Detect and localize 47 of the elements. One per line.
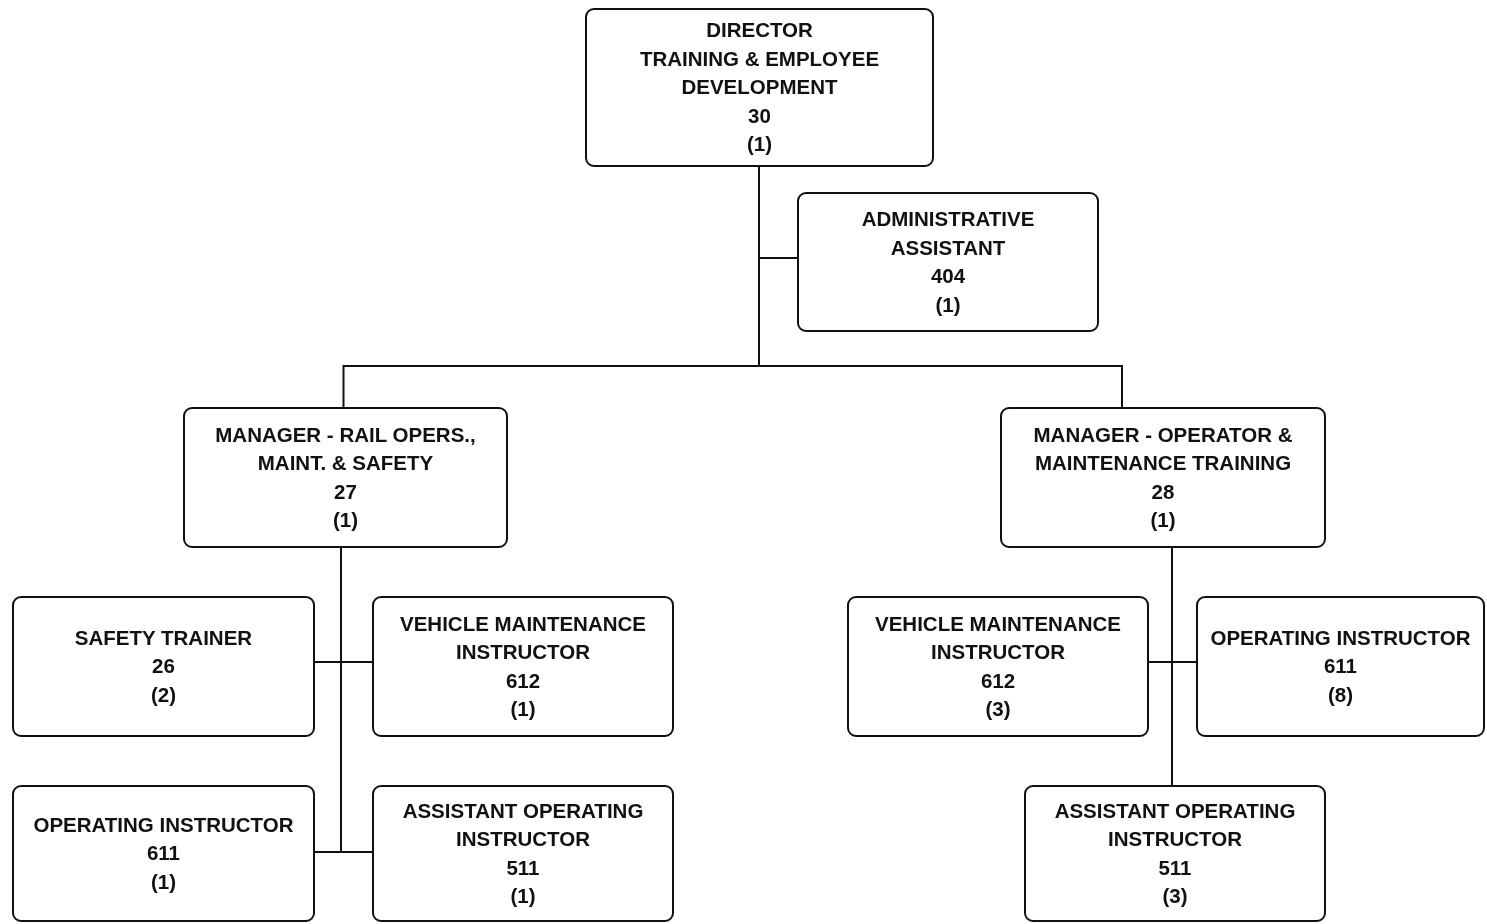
headcount: (1) bbox=[332, 507, 359, 533]
headcount: (2) bbox=[150, 681, 177, 708]
position-number: 612 bbox=[505, 667, 541, 694]
position-box bbox=[12, 596, 315, 737]
position-box bbox=[847, 596, 1149, 737]
connector-line bbox=[1171, 547, 1173, 786]
headcount: (1) bbox=[510, 883, 536, 909]
position-number: 404 bbox=[930, 263, 966, 289]
position-number: 30 bbox=[748, 102, 771, 129]
position-box bbox=[1196, 596, 1485, 737]
headcount: (1) bbox=[746, 131, 773, 158]
position-title: SAFETY TRAINER bbox=[74, 624, 253, 651]
headcount: (1) bbox=[935, 291, 961, 318]
position-box bbox=[1024, 785, 1326, 922]
position-box bbox=[183, 407, 508, 548]
position-number: 28 bbox=[1151, 478, 1175, 505]
headcount: (3) bbox=[1162, 883, 1188, 909]
position-box bbox=[12, 785, 315, 922]
position-number: 27 bbox=[334, 478, 357, 505]
position-title: MANAGER - RAIL OPERS., MAINT. & SAFETY bbox=[214, 421, 477, 476]
headcount: (3) bbox=[985, 696, 1011, 722]
position-title: MANAGER - OPERATOR & MAINTENANCE TRAINING bbox=[1032, 421, 1294, 476]
position-number: 611 bbox=[146, 840, 181, 867]
position-number: 511 bbox=[1158, 854, 1192, 881]
headcount: (1) bbox=[510, 696, 536, 722]
headcount: (8) bbox=[1327, 681, 1354, 708]
position-number: 612 bbox=[980, 667, 1016, 694]
position-title: ASSISTANT OPERATING INSTRUCTOR bbox=[401, 797, 645, 852]
position-box bbox=[585, 8, 934, 167]
position-number: 511 bbox=[506, 854, 540, 881]
position-title: OPERATING INSTRUCTOR bbox=[1210, 624, 1471, 651]
position-title: OPERATING INSTRUCTOR bbox=[33, 811, 294, 838]
position-number: 611 bbox=[1323, 653, 1358, 680]
position-title: VEHICLE MAINTENANCE INSTRUCTOR bbox=[399, 610, 647, 665]
position-title: VEHICLE MAINTENANCE INSTRUCTOR bbox=[874, 610, 1122, 665]
position-box bbox=[372, 785, 674, 922]
position-title: DIRECTOR bbox=[706, 17, 813, 44]
headcount: (1) bbox=[1150, 507, 1176, 533]
position-title: ASSISTANT OPERATING INSTRUCTOR bbox=[1053, 797, 1297, 852]
position-number: 26 bbox=[152, 653, 175, 680]
position-box bbox=[372, 596, 674, 737]
position-box bbox=[797, 192, 1099, 332]
connector-line bbox=[340, 547, 373, 853]
position-title: ADMINISTRATIVE ASSISTANT bbox=[860, 206, 1036, 261]
headcount: (1) bbox=[150, 868, 177, 895]
position-box bbox=[1000, 407, 1326, 548]
position-title: TRAINING & EMPLOYEE DEVELOPMENT bbox=[638, 45, 881, 101]
